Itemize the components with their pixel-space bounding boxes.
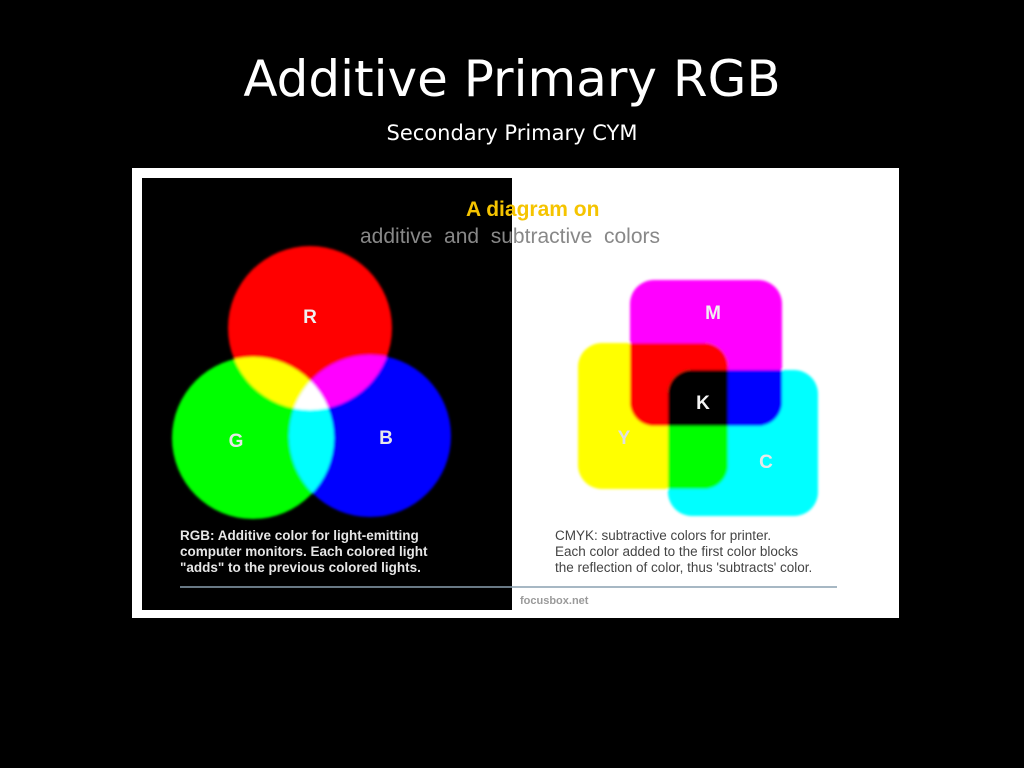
- rgb-venn-diagram: [172, 246, 451, 519]
- color-diagram-figure: R G B RGB: Additive color for light-emit…: [132, 168, 899, 618]
- cmyk-label-k: K: [696, 393, 710, 414]
- cmyk-label-y: Y: [618, 428, 631, 449]
- diagram-heading-part1: A di: [466, 198, 505, 221]
- rgb-caption: RGB: Additive color for light-emitting c…: [180, 528, 428, 575]
- credit-text: focusbox.net: [520, 595, 589, 607]
- magenta-overlap: [289, 355, 392, 410]
- cmyk-caption: CMYK: subtractive colors for printer. Ea…: [555, 528, 812, 575]
- cmyk-diagram: [578, 280, 818, 516]
- rgb-label-r: R: [303, 307, 317, 328]
- color-diagram-svg: R G B RGB: Additive color for light-emit…: [142, 178, 837, 610]
- cmyk-caption-line: Each color added to the first color bloc…: [555, 544, 798, 559]
- diagram-heading-line2: additive and subtractive colors: [360, 225, 660, 248]
- diagram-heading: A diagram on: [466, 198, 599, 221]
- cmyk-label-m: M: [705, 303, 721, 324]
- cmyk-label-c: C: [759, 452, 773, 473]
- slide-subtitle: Secondary Primary CYM: [386, 121, 638, 145]
- rgb-caption-line: "adds" to the previous colored lights.: [180, 560, 421, 575]
- yellow-overlap: [228, 357, 334, 410]
- cmyk-caption-line: CMYK: subtractive colors for printer.: [555, 528, 771, 543]
- rgb-caption-line: computer monitors. Each colored light: [180, 544, 428, 559]
- rgb-label-g: G: [229, 431, 244, 452]
- rgb-label-b: B: [379, 428, 393, 449]
- cmyk-caption-line: the reflection of color, thus 'subtracts…: [555, 560, 812, 575]
- diagram-heading-part2: agram on: [505, 198, 600, 221]
- rgb-caption-line: RGB: Additive color for light-emitting: [180, 528, 419, 543]
- slide-title: Additive Primary RGB: [243, 50, 781, 108]
